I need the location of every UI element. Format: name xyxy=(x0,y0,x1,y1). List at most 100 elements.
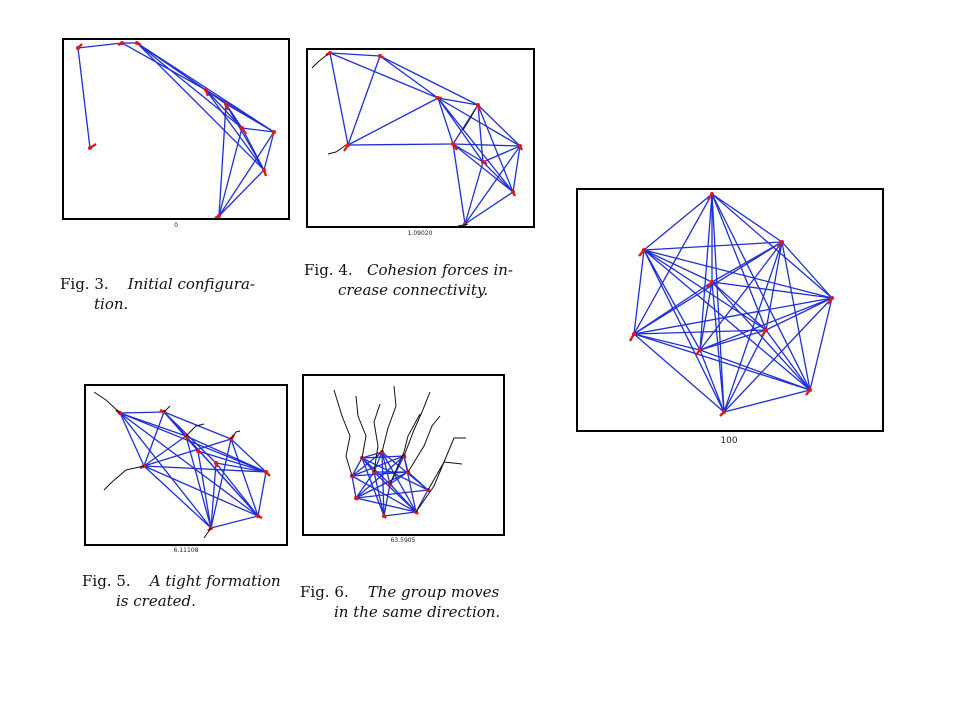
network-edge xyxy=(143,438,232,467)
agent-node xyxy=(120,41,124,45)
network-edge xyxy=(633,333,811,391)
network-edge xyxy=(711,193,833,299)
network-edge xyxy=(477,104,514,193)
network-edge xyxy=(403,455,409,473)
figure-4-caption: Fig. 4. Cohesion forces in- crease conne… xyxy=(304,260,544,300)
network-edge xyxy=(197,450,267,473)
agent-node xyxy=(451,142,455,146)
figure-4-label: Fig. 4. xyxy=(304,261,353,279)
network-edge xyxy=(643,193,713,251)
network-edge xyxy=(136,42,265,171)
network-edge xyxy=(711,193,767,331)
network-edge xyxy=(355,489,429,499)
agent-trail xyxy=(103,465,145,491)
network-edge xyxy=(347,55,381,146)
network-edge xyxy=(347,97,439,146)
figure-3-graph xyxy=(76,41,276,218)
agent-node xyxy=(722,410,726,414)
figure-3-label: Fig. 3. xyxy=(60,275,109,293)
network-edge xyxy=(464,145,521,225)
figure-3-caption: Fig. 3. Initial configura- tion. xyxy=(60,274,300,314)
agent-node xyxy=(698,348,702,352)
agent-trail xyxy=(93,391,121,414)
network-edge xyxy=(765,329,811,391)
network-edge xyxy=(643,249,701,351)
network-edge xyxy=(643,249,713,283)
figure-3-plot xyxy=(62,38,290,220)
agent-node xyxy=(436,96,440,100)
network-edge xyxy=(218,131,275,217)
figure-5-caption-line1: A tight formation xyxy=(149,572,281,590)
figure-4-caption-line1: Cohesion forces in- xyxy=(366,261,513,279)
agent-node xyxy=(262,168,266,172)
figure-6-caption-line1: The group moves xyxy=(367,583,500,601)
agent-node xyxy=(346,143,350,147)
agent-node xyxy=(196,449,200,453)
agent-node xyxy=(710,280,714,284)
network-edge xyxy=(210,438,232,529)
figure-3-tick: 0 xyxy=(174,222,178,229)
network-edge xyxy=(765,241,783,331)
agent-trail xyxy=(381,385,397,453)
agent-trail xyxy=(163,405,171,413)
network-edge xyxy=(633,297,833,335)
network-edge xyxy=(361,457,375,473)
network-edge xyxy=(711,281,767,331)
network-edge xyxy=(351,475,357,499)
network-edge xyxy=(781,241,833,299)
network-edge xyxy=(379,55,479,106)
network-edge xyxy=(373,471,385,517)
network-edge xyxy=(452,143,466,225)
network-edge xyxy=(230,438,259,517)
agent-node xyxy=(272,130,276,134)
network-edge xyxy=(809,297,833,391)
network-edge xyxy=(437,97,454,145)
network-edge xyxy=(633,281,713,335)
network-edge xyxy=(210,462,217,529)
network-edge xyxy=(512,145,521,193)
network-edge xyxy=(389,471,409,485)
agent-node xyxy=(642,248,646,252)
agent-node xyxy=(780,240,784,244)
network-edge xyxy=(143,435,187,467)
network-edge xyxy=(643,249,833,299)
network-edge xyxy=(77,42,123,49)
network-edge xyxy=(633,329,767,335)
network-edge xyxy=(119,412,259,517)
network-edge xyxy=(699,193,713,351)
figure-3-caption-line1: Initial configura- xyxy=(127,275,255,293)
agent-node xyxy=(354,496,358,500)
network-edge xyxy=(723,329,767,413)
network-edge xyxy=(643,249,811,391)
network-edge xyxy=(215,462,259,517)
network-edge xyxy=(437,97,479,106)
network-edge xyxy=(711,193,725,413)
agent-node xyxy=(764,328,768,332)
network-edge xyxy=(482,161,514,193)
network-edge xyxy=(210,515,259,529)
network-edge xyxy=(347,143,454,146)
network-edge xyxy=(452,143,521,147)
agent-node xyxy=(76,46,80,50)
network-edge xyxy=(185,435,267,473)
figure-6-label: Fig. 6. xyxy=(300,583,349,601)
network-edge xyxy=(765,297,833,331)
agent-trail xyxy=(427,437,466,491)
figure-5-label: Fig. 5. xyxy=(82,572,131,590)
agent-trail xyxy=(333,389,353,477)
agent-trail xyxy=(415,461,463,513)
figure-5-tick: 6.11108 xyxy=(173,547,199,554)
agent-node xyxy=(214,461,218,465)
network-edge xyxy=(643,249,725,413)
agent-node xyxy=(808,388,812,392)
figure-6-tick: 63.5905 xyxy=(390,537,416,544)
agent-trail xyxy=(230,430,241,440)
figure-final-tick: 100 xyxy=(720,436,738,446)
network-edge xyxy=(230,438,267,473)
agent-trail xyxy=(355,395,367,459)
network-edge xyxy=(373,451,383,473)
network-edge xyxy=(464,191,514,225)
network-edge xyxy=(711,281,811,391)
network-edge xyxy=(452,143,514,193)
network-edge xyxy=(241,127,265,171)
